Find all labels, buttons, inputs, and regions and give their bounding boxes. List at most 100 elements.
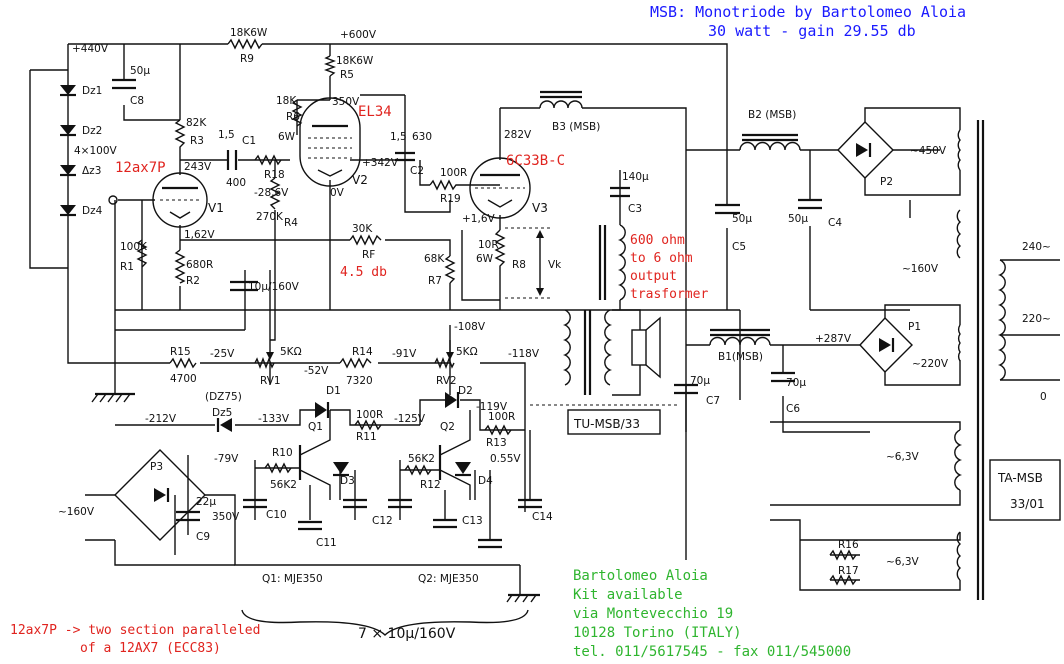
- r4-value: 270K: [256, 211, 284, 223]
- c9-value-b: 350V: [212, 511, 240, 523]
- v3-label: V3: [532, 201, 548, 215]
- label-m52v: -52V: [304, 365, 329, 377]
- label-282v: 282V: [504, 129, 532, 141]
- r13-value: 100R: [488, 411, 515, 423]
- label-243v: 243V: [184, 161, 212, 173]
- dz1-label: Dz1: [82, 85, 102, 97]
- label-m119v: -119V: [476, 401, 508, 413]
- label-286v: -28,6V: [254, 187, 289, 199]
- c5-value: 50μ: [732, 213, 752, 225]
- r11-value: 100R: [356, 409, 383, 421]
- r2-label: R2: [186, 275, 200, 287]
- output-transformer-box: [567, 409, 661, 435]
- r19-value: 100R: [440, 167, 467, 179]
- otx-note-2: to 6 ohm: [630, 251, 693, 266]
- c2-value-b: 630: [412, 131, 432, 143]
- r7-value: 68K: [424, 253, 445, 265]
- r16-label: R16: [838, 539, 859, 551]
- label-m108v: -108V: [454, 321, 486, 333]
- c1-value: 1,5: [218, 129, 235, 141]
- inductors: [530, 90, 801, 406]
- c12-label: C12: [372, 515, 393, 527]
- output-transformer-label: TU-MSB/33: [573, 417, 640, 431]
- r19-label: R19: [440, 193, 461, 205]
- dz2-label: Dz2: [82, 125, 102, 137]
- p3-label: P3: [150, 461, 163, 473]
- label-055v: 0.55V: [490, 453, 521, 465]
- semiconductors: [60, 85, 895, 502]
- rv1-label: RV1: [260, 375, 281, 387]
- c4-value: 50μ: [788, 213, 808, 225]
- r5-label: R5: [340, 69, 354, 81]
- label-ac63v-b: ~6,3V: [886, 556, 919, 568]
- label-m25v: -25V: [210, 348, 235, 360]
- b3-label: B3 (MSB): [552, 121, 600, 133]
- q1-type: Q1: MJE350: [262, 573, 323, 585]
- r14-label: R14: [352, 346, 373, 358]
- r1-value: 100K: [120, 241, 148, 253]
- label-162v: 1,62V: [184, 229, 215, 241]
- label-16v: +1,6V: [462, 213, 495, 225]
- label-0v: 0V: [330, 187, 345, 199]
- caps-bracket: [241, 609, 529, 636]
- r8-label: R8: [512, 259, 526, 271]
- r1-label: R1: [120, 261, 134, 273]
- c2-value-a: 1,5: [390, 131, 407, 143]
- r15-value: 4700: [170, 373, 197, 385]
- voltage-labels: +440V +600V 350V +342V 243V -28,6V 0V 1,…: [58, 29, 1051, 568]
- d4-label: D4: [478, 475, 493, 487]
- r12-label: R12: [420, 479, 441, 491]
- schematic-title: MSB: Monotriode by Bartolomeo Aloia: [650, 3, 966, 21]
- c10-label: C10: [266, 509, 287, 521]
- c11-label: C11: [316, 537, 337, 549]
- c2-label: C2: [410, 165, 424, 177]
- label-ac63v-a: ~6,3V: [886, 451, 919, 463]
- label-mains-0: 0: [1040, 391, 1047, 403]
- v1-type-label: 12ax7P: [115, 160, 166, 176]
- label-342v: +342V: [362, 157, 399, 169]
- label-ac160v-in: ~160V: [58, 506, 95, 518]
- v2-label: V2: [352, 173, 368, 187]
- r6-value-a: 18K: [276, 95, 297, 107]
- v2-type-label: EL34: [358, 104, 392, 120]
- label-m212v: -212V: [145, 413, 177, 425]
- d3-label: D3: [340, 475, 355, 487]
- r9-label: R9: [240, 53, 254, 65]
- contact-line-2: Kit available: [573, 587, 683, 603]
- d1-label: D1: [326, 385, 341, 397]
- label-ac220v: ~220V: [912, 358, 949, 370]
- p2-label: P2: [880, 176, 893, 188]
- b1-label: B1(MSB): [718, 351, 763, 363]
- feedback-gain-label: 4.5 db: [340, 265, 387, 280]
- r10-value: 56K2: [270, 479, 297, 491]
- r18-label: R18: [264, 169, 285, 181]
- c9-label: C9: [196, 531, 210, 543]
- q1-label: Q1: [308, 421, 323, 433]
- c9-value: 22μ: [196, 496, 216, 508]
- v1-label: V1: [208, 201, 224, 215]
- label-m125v: -125V: [394, 413, 426, 425]
- r11-label: R11: [356, 431, 377, 443]
- label-mains-220: 220~: [1022, 313, 1051, 325]
- mains-transformer-box: [989, 459, 1061, 521]
- dz3-label: Δz3: [82, 165, 101, 177]
- label-440v: +440V: [72, 43, 109, 55]
- r6-label: R6: [286, 111, 300, 123]
- bypass-cap-value: 10μ/160V: [248, 281, 300, 293]
- dz4-label: Dz4: [82, 205, 103, 217]
- r8-value-b: 6W: [476, 253, 494, 265]
- contact-line-4: 10128 Torino (ITALY): [573, 625, 742, 641]
- mains-transformer-label-2: 33/01: [1010, 497, 1045, 511]
- dz-value: 4×100V: [74, 145, 118, 157]
- c8-label: C8: [130, 95, 144, 107]
- mains-transformer-label-1: TA-MSB: [997, 471, 1043, 485]
- c6-label: C6: [786, 403, 800, 415]
- c5-label: C5: [732, 241, 746, 253]
- label-mains-240: 240~: [1022, 241, 1051, 253]
- label-ac450v: ~450V: [910, 145, 947, 157]
- r14-value: 7320: [346, 375, 373, 387]
- dz5-label: Dz5: [212, 407, 232, 419]
- otx-note-3: output: [630, 269, 677, 284]
- label-287v: +287V: [815, 333, 852, 345]
- rf-value: 30K: [352, 223, 373, 235]
